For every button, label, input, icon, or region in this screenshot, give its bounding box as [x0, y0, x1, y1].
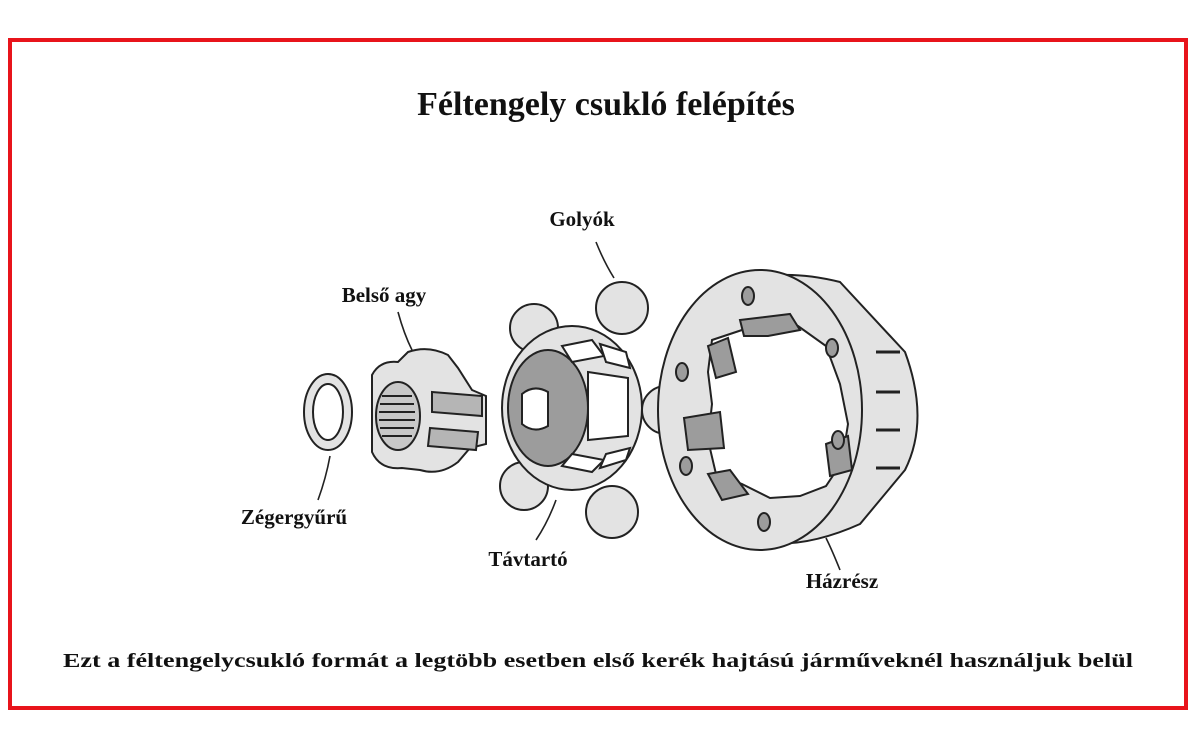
housing-part [657, 269, 919, 551]
label-circlip: Zégergyűrű [241, 505, 347, 529]
label-housing: Házrész [806, 569, 878, 593]
housing-side-marks [876, 350, 900, 470]
cage-windows [560, 338, 632, 474]
page-title: Féltengely csukló felépítés [417, 86, 795, 123]
cage-part [501, 325, 643, 491]
inner-hub-part [371, 348, 487, 473]
housing-bolt-holes [675, 286, 845, 532]
label-balls: Golyók [549, 207, 615, 231]
label-inner-hub: Belső agy [342, 283, 427, 307]
diagram-caption: Ezt a féltengelycsukló formát a legtöbb … [63, 651, 1134, 672]
hub-spline-teeth [379, 395, 415, 437]
circlip-part [303, 373, 353, 451]
leader-lines [317, 241, 841, 571]
label-cage: Távtartó [488, 547, 567, 571]
